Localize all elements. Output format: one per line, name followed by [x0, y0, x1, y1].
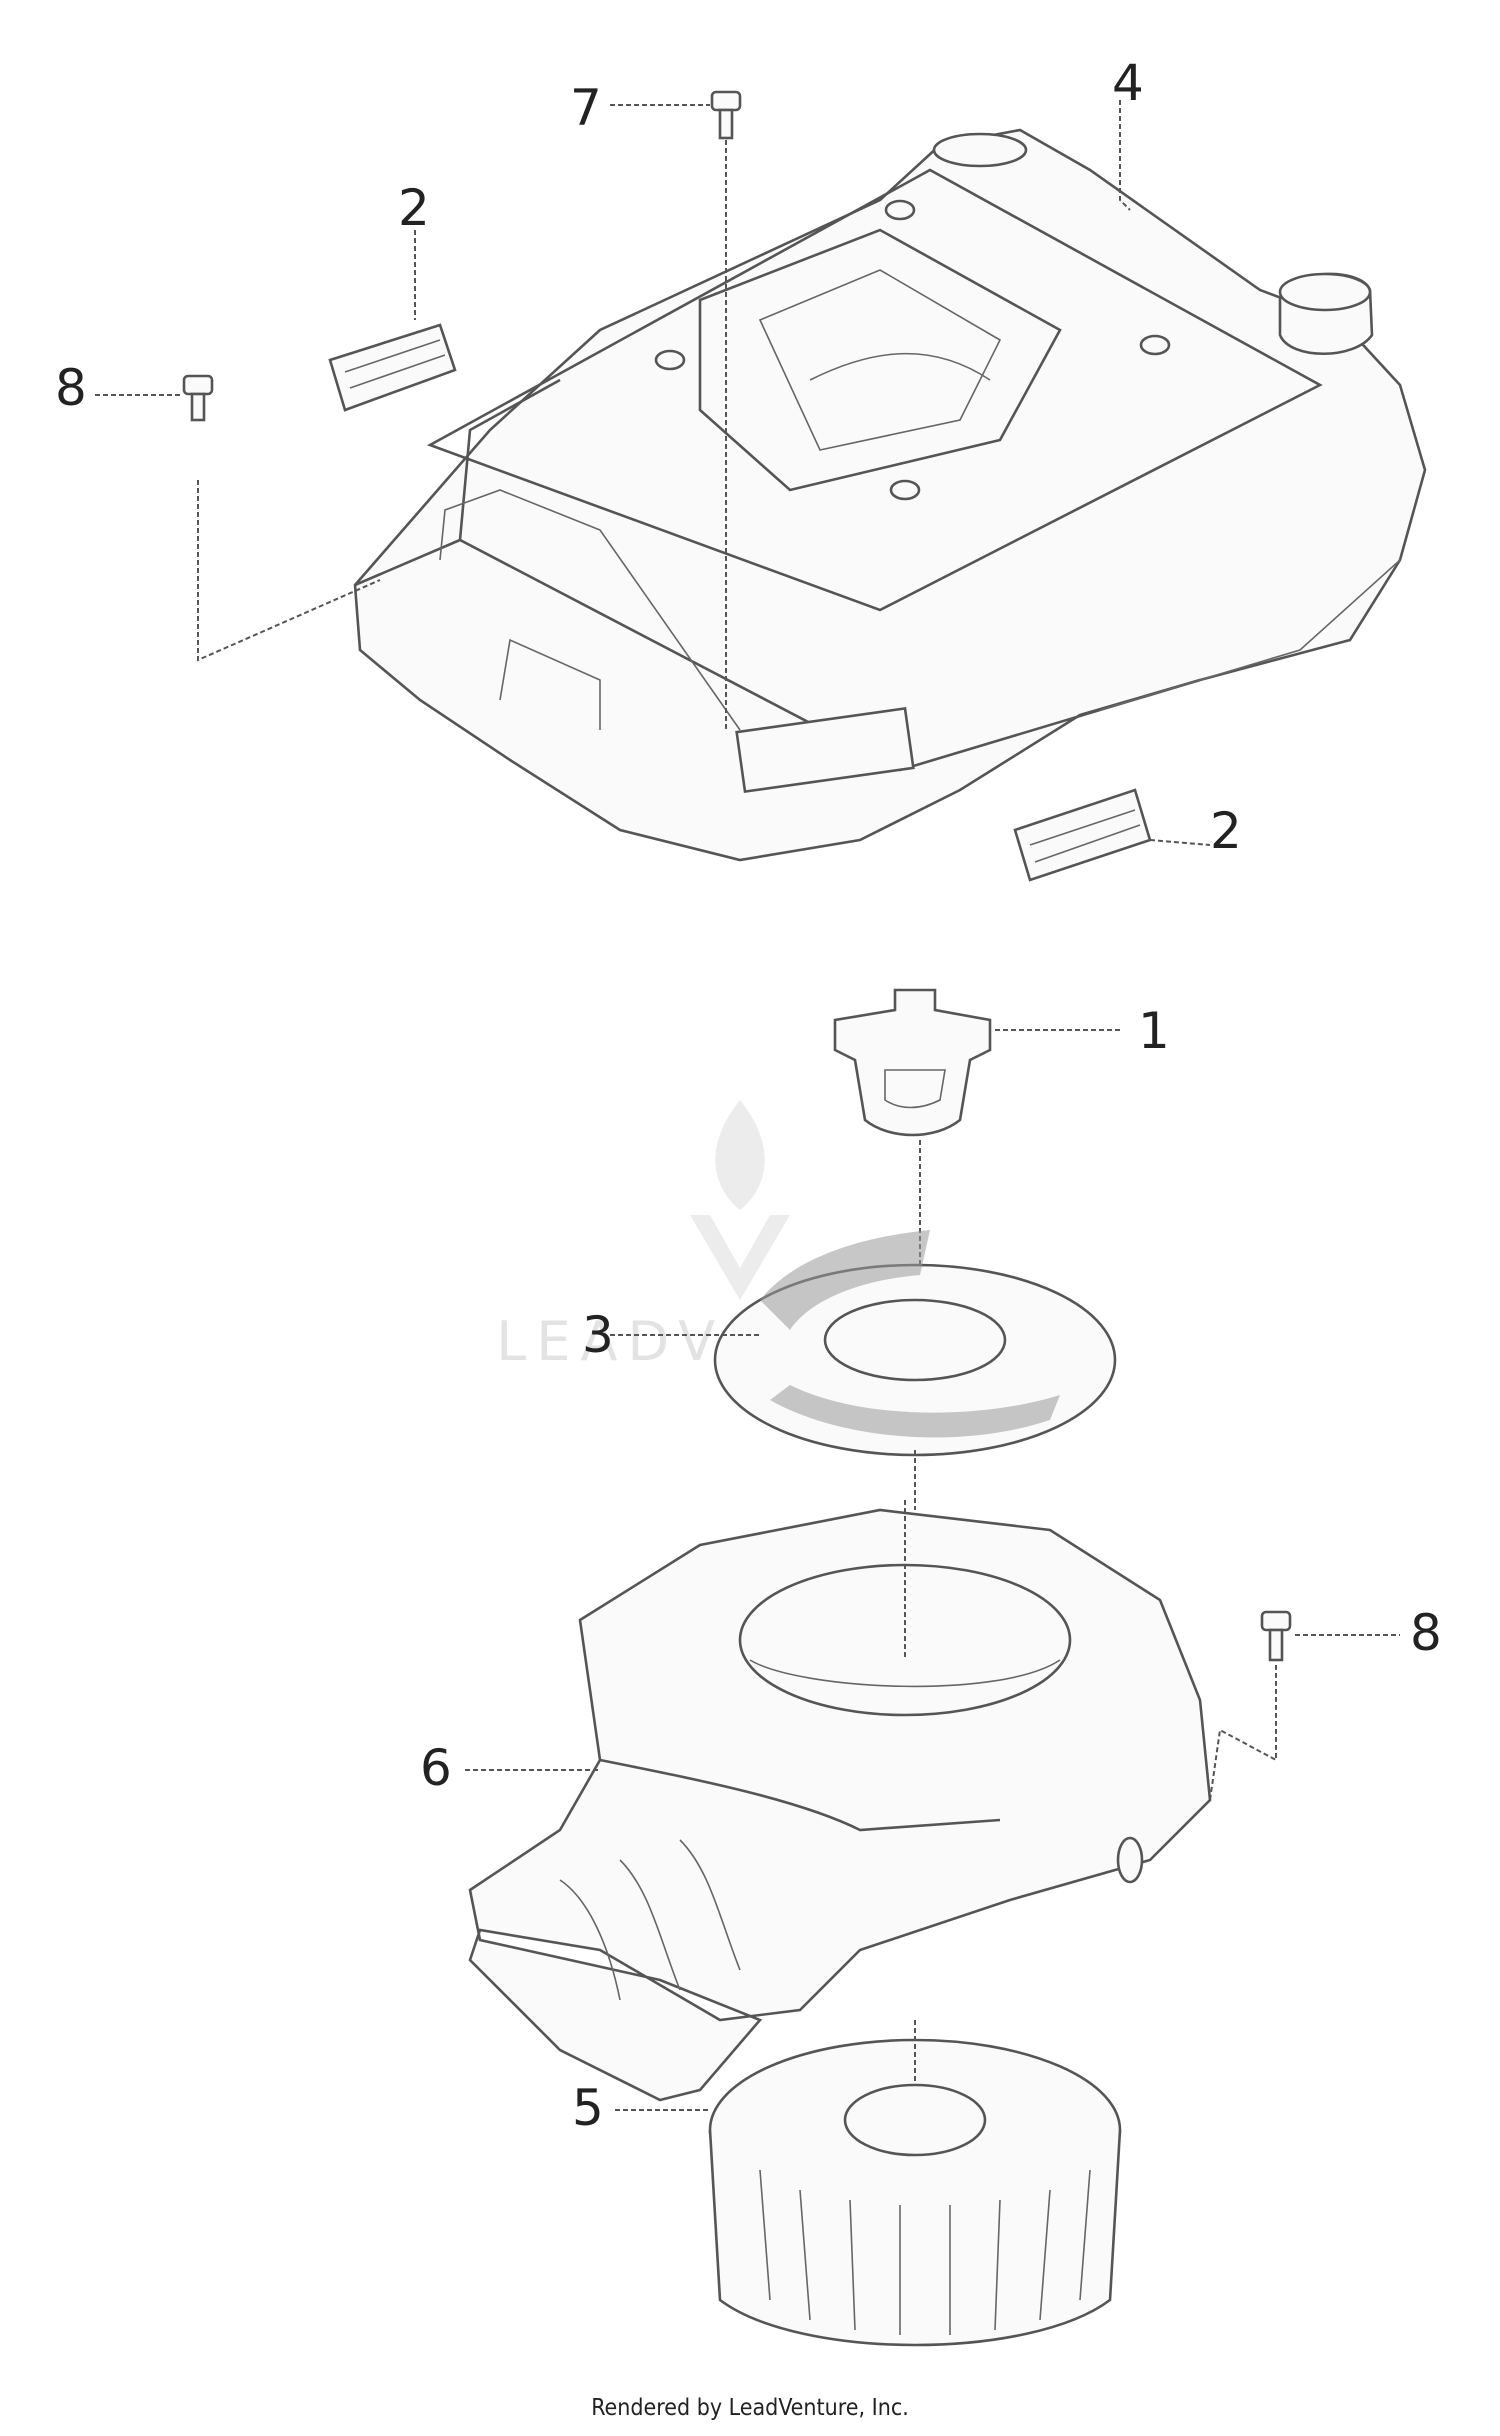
callout-8-bottom: 8: [1410, 1604, 1442, 1662]
callout-2-top: 2: [398, 179, 430, 237]
callout-3: 3: [582, 1306, 614, 1364]
strip-top: [328, 323, 457, 412]
screw-8-top: [182, 374, 381, 662]
callout-6: 6: [420, 1739, 452, 1797]
flywheel-shroud: [468, 1500, 1212, 2102]
clip-part: [833, 988, 992, 1320]
strip-bottom: [1013, 788, 1152, 882]
screen-disc: [713, 1230, 1117, 1510]
callout-7: 7: [570, 79, 602, 137]
callout-8-top: 8: [55, 359, 87, 417]
watermark-v-icon: [690, 1215, 790, 1300]
callout-leaders: [95, 100, 1400, 2111]
callout-4: 4: [1112, 54, 1144, 112]
callout-1: 1: [1138, 1002, 1170, 1060]
callout-5: 5: [572, 2079, 604, 2137]
blower-housing: [353, 128, 1427, 862]
flywheel-fan: [708, 2020, 1122, 2347]
screw-7: [710, 90, 742, 730]
footer-credit: Rendered by LeadVenture, Inc.: [591, 2395, 909, 2421]
callout-2-bottom: 2: [1210, 802, 1242, 860]
watermark-flame-icon: [715, 1100, 765, 1210]
screw-8-bottom: [1209, 1610, 1292, 1801]
